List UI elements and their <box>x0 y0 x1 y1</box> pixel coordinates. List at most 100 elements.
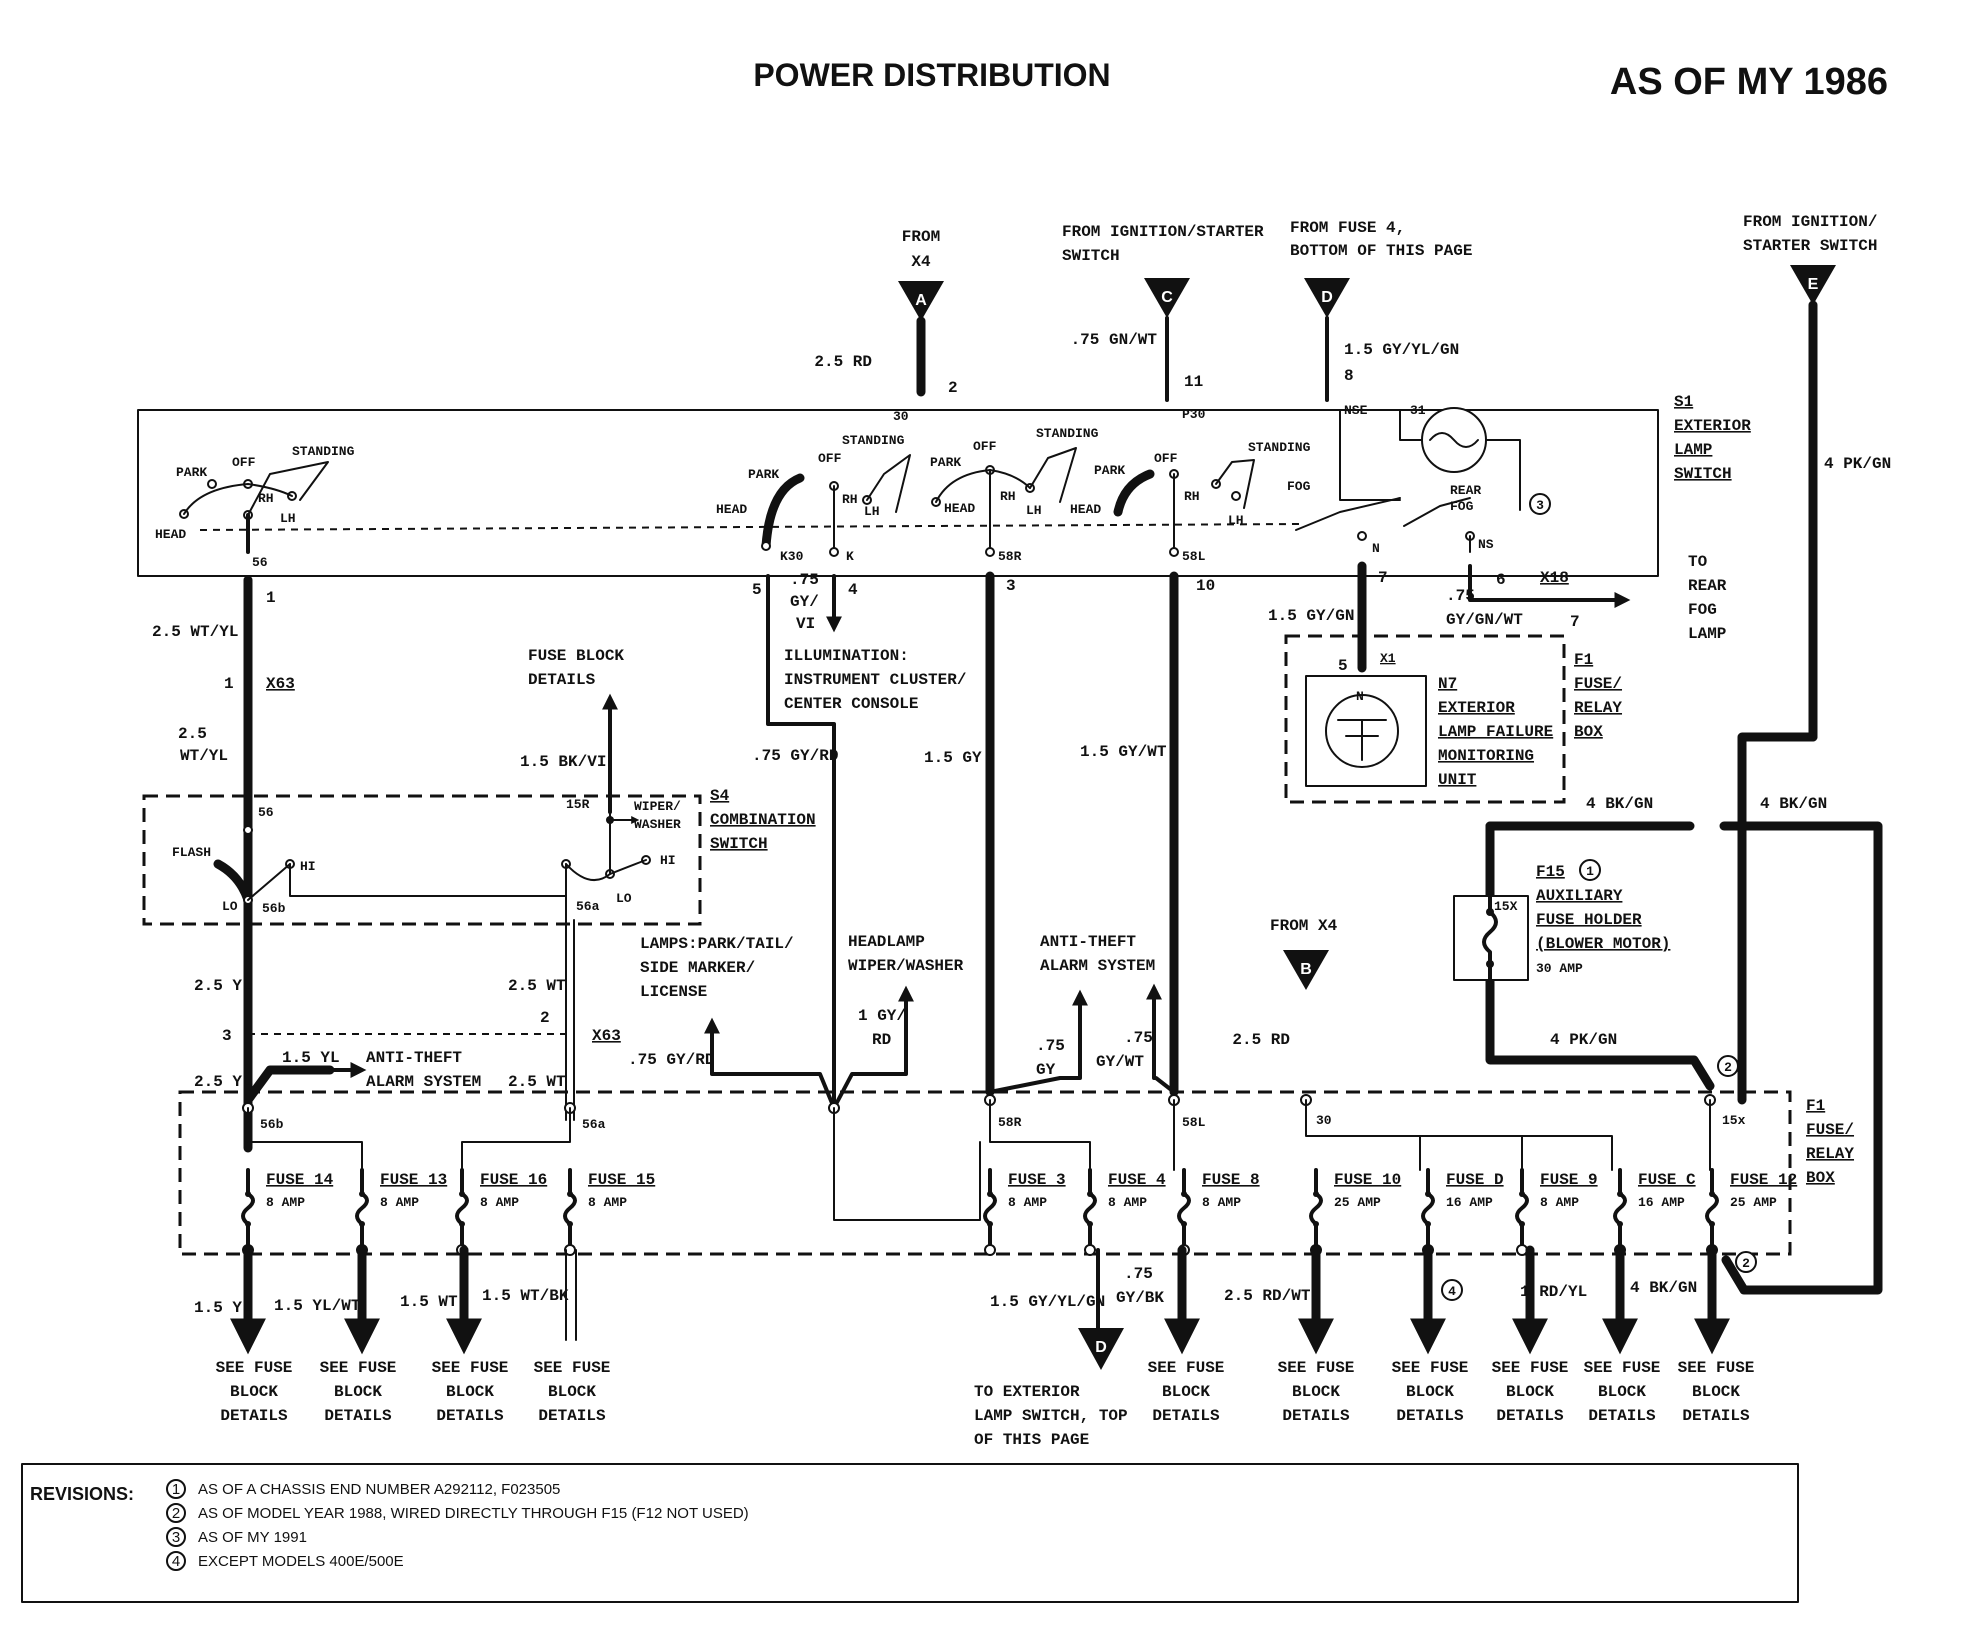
svg-text:25 AMP: 25 AMP <box>1334 1195 1381 1210</box>
svg-text:D: D <box>1321 289 1333 306</box>
svg-text:RELAY: RELAY <box>1806 1145 1854 1163</box>
svg-text:4 PK/GN: 4 PK/GN <box>1550 1031 1617 1049</box>
svg-text:OFF: OFF <box>1154 451 1178 466</box>
svg-text:FROM X4: FROM X4 <box>1270 917 1338 935</box>
svg-text:HI: HI <box>660 853 676 868</box>
svg-text:LH: LH <box>864 504 880 519</box>
svg-text:15X: 15X <box>1494 899 1518 914</box>
s1-switch-group-1: PARK OFF STANDING HEAD RH LH 56 <box>155 444 355 570</box>
svg-text:S1: S1 <box>1674 393 1693 411</box>
svg-text:8 AMP: 8 AMP <box>480 1195 519 1210</box>
f1-bottom-label: F1 FUSE/ RELAY BOX <box>1806 1097 1854 1187</box>
svg-text:WIPER/: WIPER/ <box>634 799 681 814</box>
svg-text:56: 56 <box>252 555 268 570</box>
svg-text:SWITCH: SWITCH <box>1062 247 1120 265</box>
svg-text:SEE FUSE: SEE FUSE <box>1148 1359 1225 1377</box>
fuse-outputs: D <box>230 1245 1730 1370</box>
svg-text:CENTER CONSOLE: CENTER CONSOLE <box>784 695 918 713</box>
svg-text:56a: 56a <box>576 899 600 914</box>
f1-fuse-relay-box <box>178 1090 1792 1256</box>
svg-text:.75: .75 <box>1446 587 1475 605</box>
svg-text:X1: X1 <box>1380 651 1396 666</box>
svg-text:7: 7 <box>1378 569 1388 587</box>
svg-text:2: 2 <box>172 1505 180 1522</box>
source-b: B FROM X4 2.5 RD <box>1232 917 1337 1049</box>
svg-text:SEE FUSE: SEE FUSE <box>1584 1359 1661 1377</box>
s1-labels: S1 EXTERIOR LAMP SWITCH <box>1674 393 1751 483</box>
svg-text:PARK: PARK <box>748 467 779 482</box>
svg-text:GY/BK: GY/BK <box>1116 1289 1164 1307</box>
model-year-label: AS OF MY 1986 <box>1610 61 1888 103</box>
svg-text:STARTER SWITCH: STARTER SWITCH <box>1743 237 1877 255</box>
svg-text:FOG: FOG <box>1688 601 1717 619</box>
s1-switch-group-2: PARK OFF STANDING HEAD RH LH 30 K30 K <box>716 409 911 564</box>
svg-text:15x: 15x <box>1722 1113 1746 1128</box>
svg-text:AUXILIARY: AUXILIARY <box>1536 887 1623 905</box>
svg-text:58L: 58L <box>1182 1115 1206 1130</box>
svg-text:FUSE 10: FUSE 10 <box>1334 1171 1401 1189</box>
svg-text:30: 30 <box>893 409 909 424</box>
svg-text:2.5 RD: 2.5 RD <box>814 353 872 371</box>
svg-text:2.5 WT/YL: 2.5 WT/YL <box>152 623 238 641</box>
svg-text:RH: RH <box>1000 489 1016 504</box>
svg-text:FUSE 4: FUSE 4 <box>1108 1171 1166 1189</box>
svg-text:PARK: PARK <box>930 455 961 470</box>
fuse-2: FUSE 138 AMP <box>355 1168 447 1256</box>
s4-output-wires: 2.5 YL 2.5 WT 3 2 X63 1.5 YL ANTI-THEFT … <box>194 977 621 1091</box>
svg-text:GY/: GY/ <box>790 593 819 611</box>
svg-text:ILLUMINATION:: ILLUMINATION: <box>784 647 909 665</box>
svg-text:DETAILS: DETAILS <box>1282 1407 1350 1425</box>
revisions-box <box>21 1463 1799 1603</box>
svg-text:2: 2 <box>1742 1256 1750 1271</box>
svg-text:EXTERIOR: EXTERIOR <box>1674 417 1751 435</box>
svg-text:SEE FUSE: SEE FUSE <box>1678 1359 1755 1377</box>
svg-text:GY: GY <box>1036 1061 1056 1079</box>
svg-text:E: E <box>1808 276 1819 293</box>
svg-text:FUSE C: FUSE C <box>1638 1171 1696 1189</box>
svg-text:F15: F15 <box>1536 863 1565 881</box>
svg-text:MONITORING: MONITORING <box>1438 747 1534 765</box>
svg-text:1: 1 <box>266 589 276 607</box>
fuse-4: FUSE 158 AMP <box>563 1168 655 1256</box>
svg-text:SWITCH: SWITCH <box>710 835 768 853</box>
svg-text:56b: 56b <box>260 1117 284 1132</box>
svg-text:3: 3 <box>222 1027 232 1045</box>
svg-text:4 PK/GN: 4 PK/GN <box>1824 455 1891 473</box>
svg-text:56b: 56b <box>262 901 286 916</box>
svg-text:2.5 WT: 2.5 WT <box>508 1073 566 1091</box>
svg-text:16 AMP: 16 AMP <box>1638 1195 1685 1210</box>
svg-text:REAR: REAR <box>1688 577 1727 595</box>
svg-text:FROM FUSE 4,: FROM FUSE 4, <box>1290 219 1405 237</box>
svg-text:LO: LO <box>616 891 632 906</box>
svg-text:AS OF A CHASSIS END NUMBER A29: AS OF A CHASSIS END NUMBER A292112, F023… <box>198 1481 560 1498</box>
svg-text:8 AMP: 8 AMP <box>1008 1195 1047 1210</box>
svg-text:N7: N7 <box>1438 675 1457 693</box>
svg-text:STANDING: STANDING <box>1036 426 1099 441</box>
svg-text:REAR: REAR <box>1450 483 1481 498</box>
svg-text:TO EXTERIOR: TO EXTERIOR <box>974 1383 1080 1401</box>
fuse-8: FUSE 10 25 AMP <box>1309 1168 1401 1256</box>
svg-text:ANTI-THEFT: ANTI-THEFT <box>366 1049 462 1067</box>
svg-text:VI: VI <box>796 615 815 633</box>
svg-text:7: 7 <box>1570 613 1580 631</box>
svg-text:RELAY: RELAY <box>1574 699 1622 717</box>
fuse-10: FUSE 98 AMP <box>1515 1168 1598 1256</box>
svg-text:FUSE BLOCK: FUSE BLOCK <box>528 647 624 665</box>
svg-text:DETAILS: DETAILS <box>538 1407 606 1425</box>
svg-text:WT/YL: WT/YL <box>180 747 228 765</box>
svg-text:DETAILS: DETAILS <box>1152 1407 1220 1425</box>
svg-text:BLOCK: BLOCK <box>548 1383 596 1401</box>
svg-text:SEE FUSE: SEE FUSE <box>534 1359 611 1377</box>
s1-output-pins: 1 5 4 3 10 7 6 7 <box>266 569 1580 631</box>
svg-text:11: 11 <box>1184 373 1203 391</box>
svg-text:.75: .75 <box>1036 1037 1065 1055</box>
svg-text:BLOCK: BLOCK <box>1162 1383 1210 1401</box>
svg-text:BLOCK: BLOCK <box>1598 1383 1646 1401</box>
connector-x63-top: 1 X63 <box>224 675 295 693</box>
svg-text:BOTTOM OF THIS PAGE: BOTTOM OF THIS PAGE <box>1290 242 1472 260</box>
svg-text:FUSE 3: FUSE 3 <box>1008 1171 1066 1189</box>
svg-text:4: 4 <box>848 581 858 599</box>
